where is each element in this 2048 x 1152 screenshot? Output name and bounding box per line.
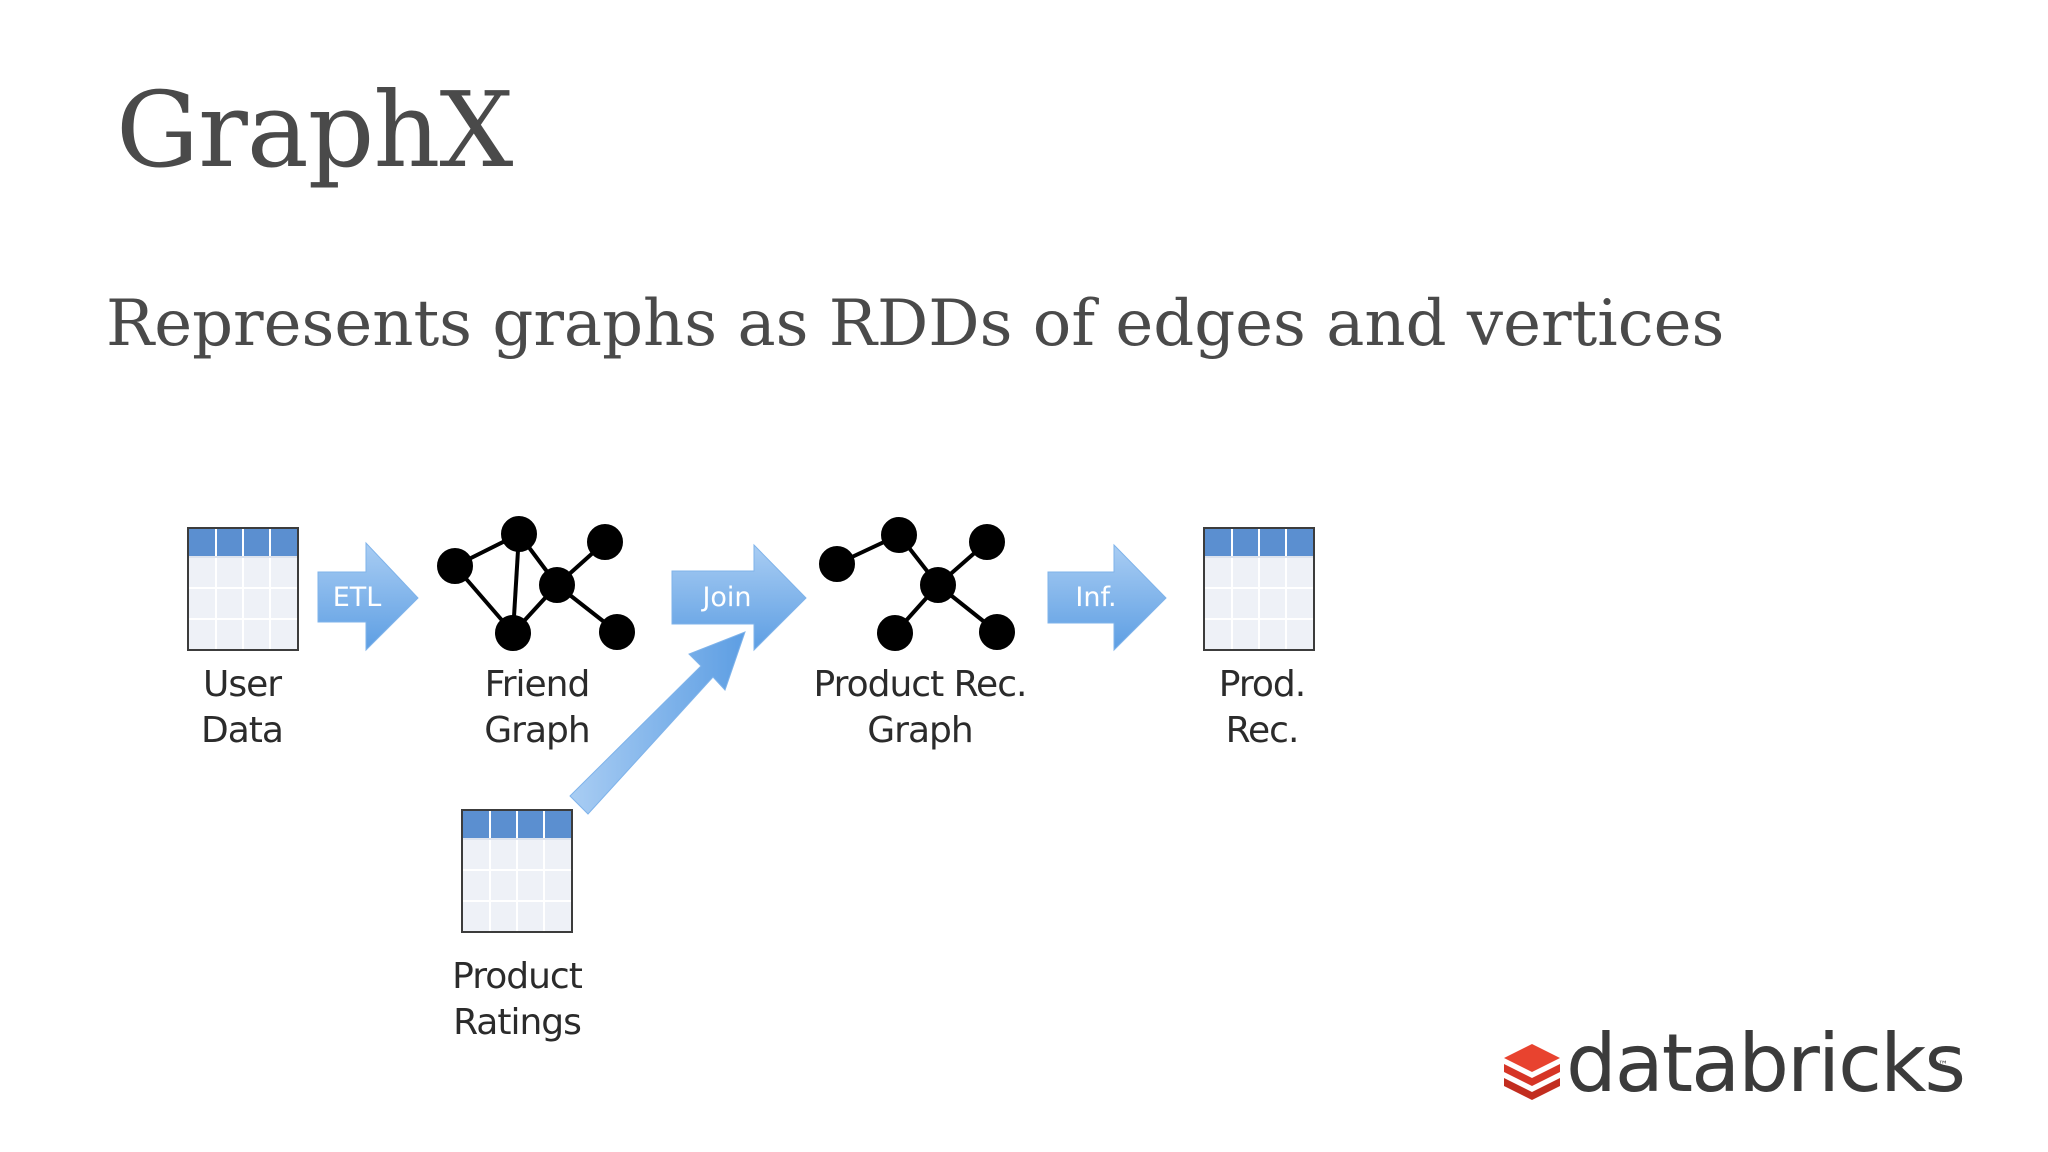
node-label-line: User	[202, 664, 282, 705]
arrow-label-join: Join	[702, 582, 752, 613]
arrow-label-inf: Inf.	[1075, 582, 1117, 613]
arrow-ratings-to-join	[569, 631, 746, 815]
node-label-line: Graph	[867, 710, 973, 751]
node-label-line: Friend	[484, 664, 591, 705]
arrow-label-etl: ETL	[332, 582, 382, 613]
arrow-inf	[1047, 543, 1167, 652]
graph-icon-product-rec-graph	[819, 517, 1015, 651]
arrow-join	[671, 543, 807, 652]
slide-title: GraphX	[116, 69, 513, 191]
node-label-product-rec-graph: Product Rec. Graph	[800, 662, 1040, 754]
node-label-line: Graph	[484, 710, 590, 751]
databricks-logo-icon	[1504, 1044, 1560, 1100]
node-label-line: Ratings	[453, 1002, 582, 1043]
brand-name: databricks	[1566, 1017, 1966, 1110]
node-label-friend-graph: Friend Graph	[457, 662, 617, 754]
table-icon-user-data	[187, 527, 299, 651]
node-label-prod-rec: Prod. Rec.	[1182, 662, 1342, 754]
graph-icon-friend-graph	[437, 516, 635, 651]
node-label-line: Rec.	[1225, 710, 1300, 751]
node-label-product-ratings: Product Ratings	[437, 954, 597, 1046]
node-label-line: Data	[201, 710, 284, 751]
arrow-etl	[317, 541, 419, 652]
node-label-user-data: User Data	[162, 662, 322, 754]
node-label-line: Prod.	[1218, 664, 1306, 705]
brand-trademark: ™	[1938, 1060, 1948, 1071]
table-icon-product-ratings	[461, 809, 573, 933]
table-icon-prod-rec	[1203, 527, 1315, 651]
node-label-line: Product	[452, 956, 583, 997]
node-label-line: Product Rec.	[813, 664, 1028, 705]
slide-subtitle: Represents graphs as RDDs of edges and v…	[106, 287, 1725, 361]
